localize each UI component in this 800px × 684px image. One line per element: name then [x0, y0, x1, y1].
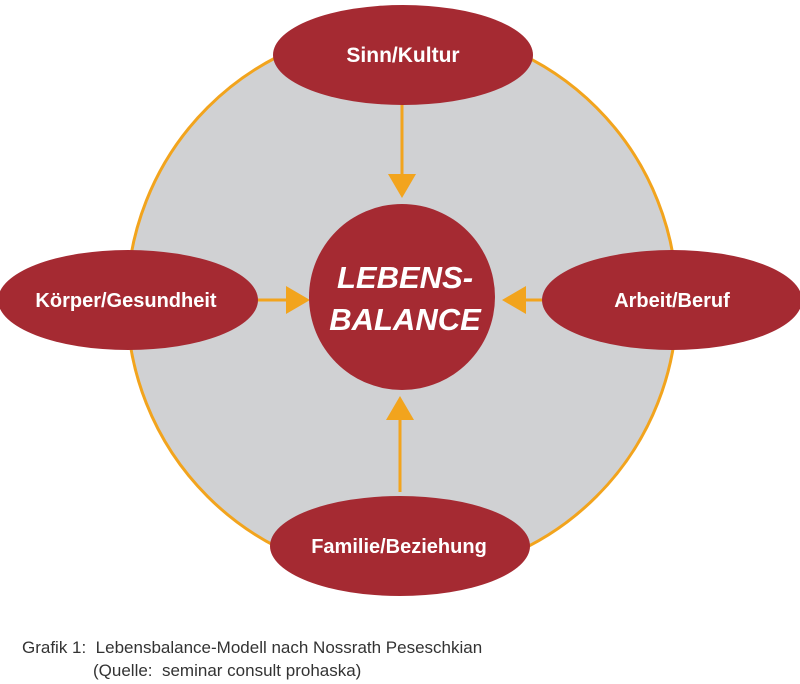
arrow-right [502, 286, 545, 314]
arrow-left [255, 286, 310, 314]
node-sinn-kultur [273, 5, 533, 105]
node-sinn-kultur-label: Sinn/Kultur [346, 44, 459, 67]
node-koerper-gesundheit [0, 250, 258, 350]
center-circle [309, 204, 495, 390]
node-koerper-gesundheit-label: Körper/Gesundheit [35, 290, 216, 312]
arrow-bottom [386, 396, 414, 492]
node-arbeit-beruf-label: Arbeit/Beruf [614, 290, 730, 312]
figure-caption: Grafik 1: Lebensbalance-Modell nach Noss… [22, 636, 482, 682]
arrow-top [388, 98, 416, 198]
center-label-line1: LEBENS- [337, 260, 473, 295]
lebensbalance-diagram: LEBENS- BALANCE Sinn/Kultur Körper/Gesun… [0, 5, 800, 596]
node-arbeit-beruf [542, 250, 800, 350]
caption-line-2: (Quelle: seminar consult prohaska) [93, 661, 362, 680]
caption-line-1: Grafik 1: Lebensbalance-Modell nach Noss… [22, 638, 483, 657]
node-familie-beziehung-label: Familie/Beziehung [311, 536, 487, 558]
node-familie-beziehung [270, 496, 530, 596]
center-label-line2: BALANCE [329, 302, 482, 337]
